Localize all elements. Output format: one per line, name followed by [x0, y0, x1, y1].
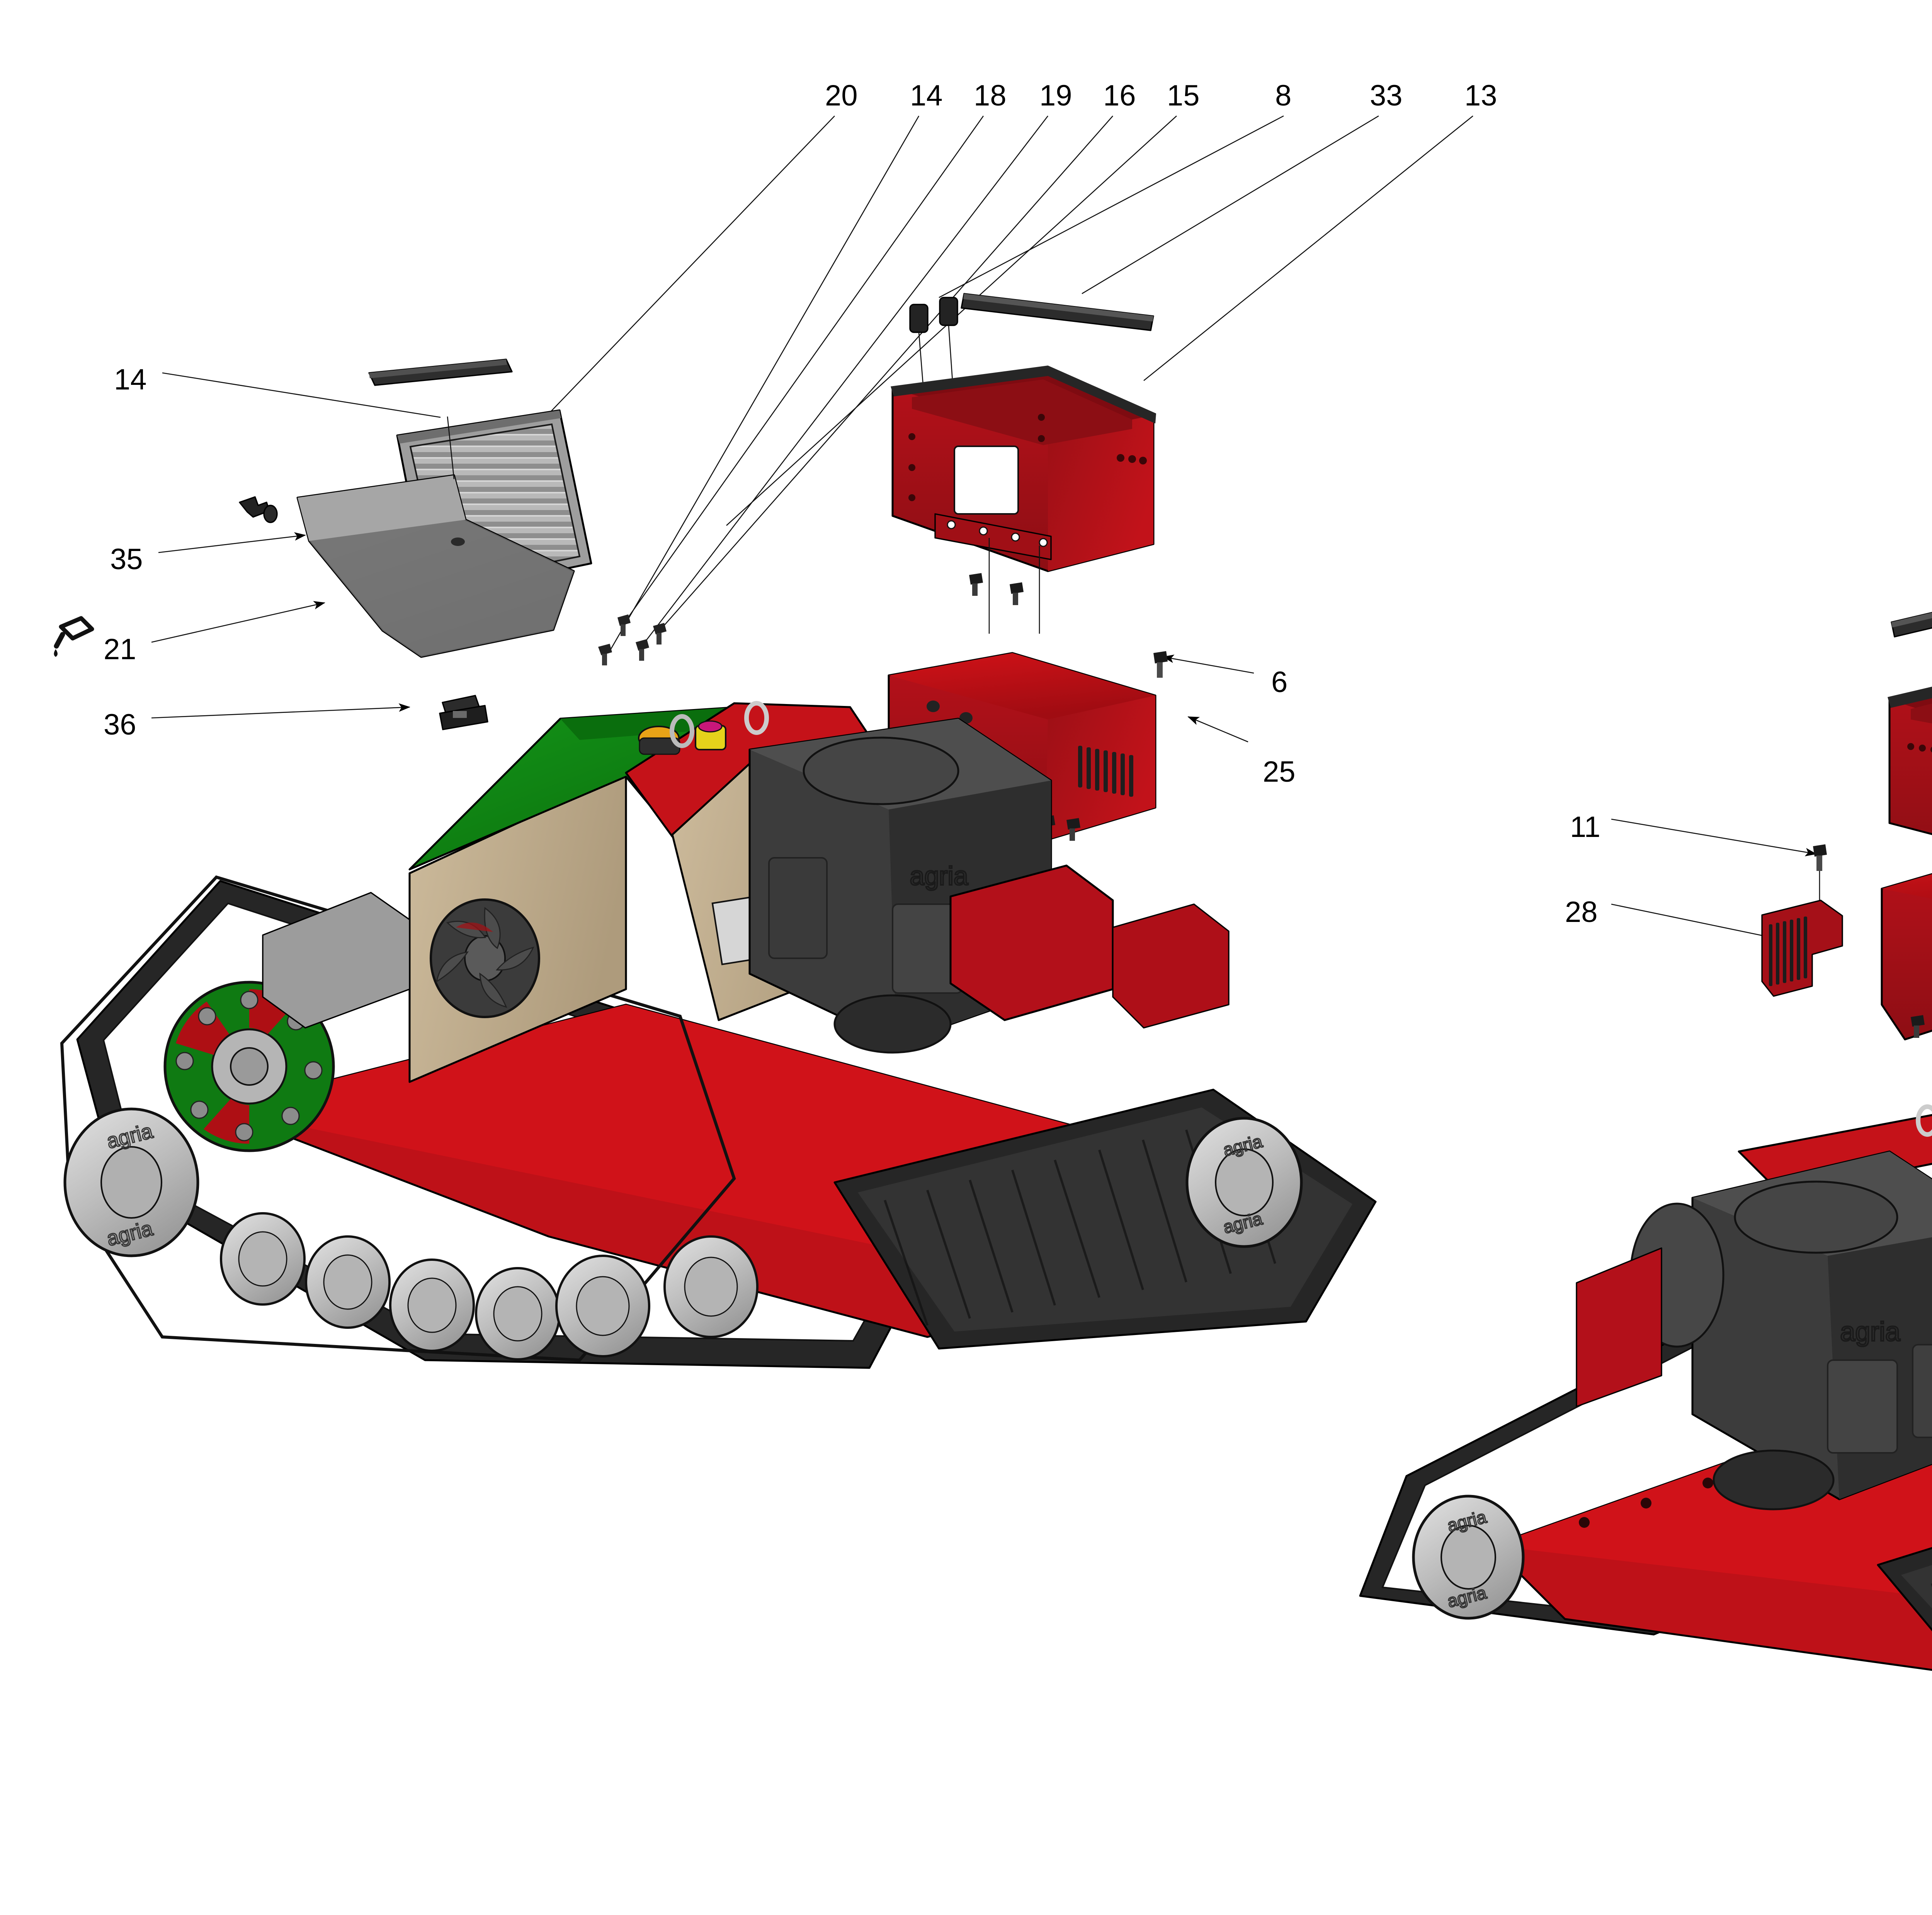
part-21-wing-nut [239, 496, 278, 523]
callout-35: 35 [110, 543, 143, 576]
callout-20: 20 [825, 79, 858, 112]
part-13-enclosure-box-right [1888, 687, 1932, 835]
callout-13-left: 13 [1464, 79, 1497, 112]
engine-assembly-right: agria [1629, 1150, 1932, 1510]
right-view-leader-lines [1611, 818, 1817, 948]
screw-18 [617, 614, 631, 636]
left-view-leader-lines [151, 115, 1473, 743]
callout-33-left: 33 [1370, 79, 1403, 112]
callout-36: 36 [104, 708, 136, 741]
screw-15 [598, 644, 612, 665]
control-buttons-right [1916, 1104, 1932, 1137]
svg-text:agria: agria [1840, 1316, 1900, 1347]
part-28-heatsink-panel [1761, 900, 1843, 997]
callout-6: 6 [1271, 666, 1288, 699]
drive-sprocket-left [163, 981, 335, 1152]
callout-8-left: 8 [1275, 79, 1292, 112]
screw-16 [653, 623, 667, 645]
callout-14-top: 14 [910, 79, 943, 112]
engine-assembly-left: agria [748, 718, 1052, 1054]
part-36-latch-bracket [439, 695, 488, 730]
part-33-edge-trim-strip-right [1891, 612, 1932, 638]
callout-28: 28 [1565, 896, 1598, 929]
control-buttons-left [638, 701, 769, 755]
callout-25: 25 [1263, 755, 1296, 788]
cooling-fan-left [430, 898, 540, 1018]
cover-bolts-right [1911, 1015, 1925, 1038]
part-13-enclosure-box-left [891, 366, 1156, 634]
svg-text:agria: agria [910, 861, 968, 891]
screw-19 [636, 639, 649, 661]
callout-14-left: 14 [114, 363, 147, 396]
callout-16: 16 [1103, 79, 1136, 112]
oil-can-icon [54, 616, 94, 657]
part-8-bumper-pads-left [909, 297, 958, 391]
part-33-edge-trim-strip-left [961, 293, 1154, 331]
fastener-screws-group [447, 416, 667, 665]
rear-idler-left-view: agria agria [1185, 1117, 1303, 1248]
callout-19: 19 [1039, 79, 1072, 112]
front-idler-right-view: agria agria [1412, 1495, 1525, 1620]
part-35-side-cover-panel [296, 474, 575, 658]
callout-11: 11 [1570, 811, 1600, 844]
right-vehicle-assembly: agria agria agria agria [1359, 1104, 1932, 1671]
part-29-electronics-cover [1881, 873, 1932, 1041]
road-wheels-left [220, 1212, 759, 1361]
callout-21: 21 [104, 633, 136, 666]
idler-wheel-left: agria agria [63, 1107, 199, 1257]
part-20-seal-strip [368, 359, 513, 386]
part-6-hex-bolt [1153, 651, 1168, 678]
left-vehicle-assembly: agria agria agria agria [60, 701, 1377, 1369]
callout-15: 15 [1167, 79, 1200, 112]
callout-18: 18 [974, 79, 1007, 112]
